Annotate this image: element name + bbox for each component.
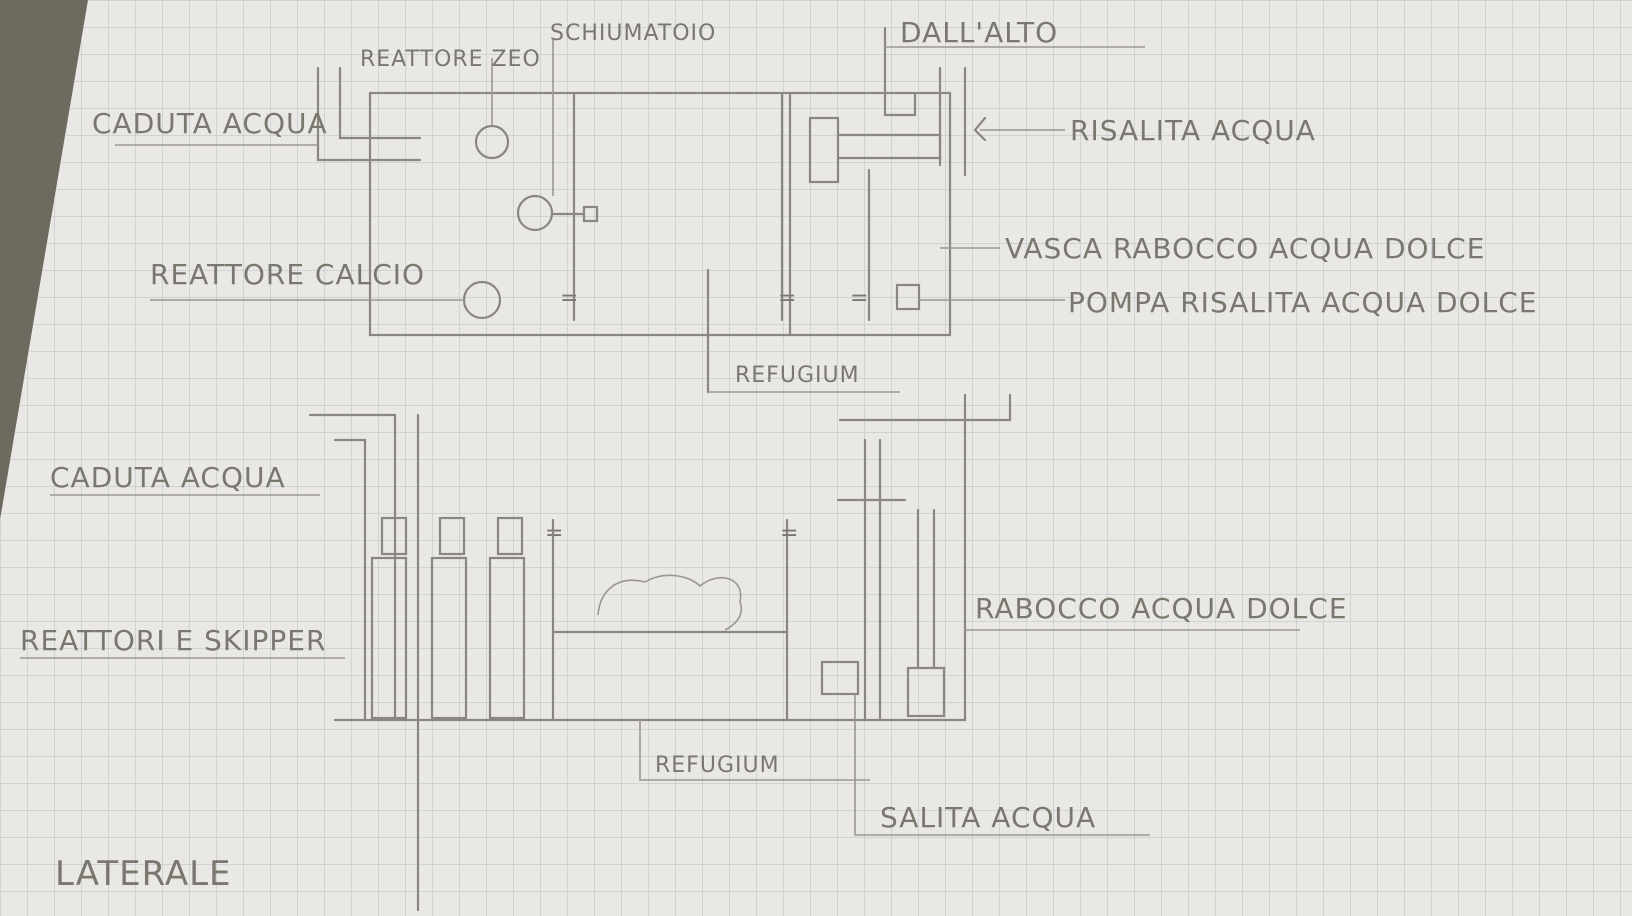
reactor-group: = [370,516,564,720]
reactor-2-body [430,556,468,720]
top-view: = = = [115,26,1145,394]
label-refugium-top: REFUGIUM [735,363,860,388]
label-laterale: LATERALE [55,854,232,894]
sump-tank-outline [368,91,952,337]
baffle-mark-1: = [560,286,579,311]
label-schiumatoio: SCHIUMATOIO [550,21,716,46]
reactor-3-body [488,556,526,720]
label-reattori-skipper: REATTORI E SKIPPER [20,624,326,657]
vasca-rabocco-pipe [836,133,942,160]
label-dall-alto: DALL'ALTO [900,16,1058,49]
label-rabocco-acqua-dolce: RABOCCO ACQUA DOLCE [975,592,1348,625]
pompa-risalita-rect [895,283,921,311]
caduta-pipe-inner [338,66,422,140]
caduta-side-pipe [308,413,397,722]
rabocco-pump [906,666,946,718]
label-caduta-acqua-top: CADUTA ACQUA [92,107,328,140]
salita-pump [820,660,860,696]
side-tank-outline [333,393,967,722]
caduta-pipe [316,66,422,162]
side-view: = = [20,393,1300,912]
label-salita-acqua: SALITA ACQUA [880,801,1096,834]
caduta-side-pipe-inner [333,438,367,722]
reactor-3-head [496,516,524,556]
reactor-1-body [370,556,408,720]
vasca-rabocco-rect [808,116,840,184]
salita-pipe-top [838,393,1012,422]
baffle-mark-2: = [778,286,797,311]
refugium-plant-shape [597,574,743,631]
label-caduta-acqua-side: CADUTA ACQUA [50,461,286,494]
label-vasca-rabocco: VASCA RABOCCO ACQUA DOLCE [1005,232,1485,265]
label-reattore-calcio: REATTORE CALCIO [150,258,425,291]
label-pompa-risalita: POMPA RISALITA ACQUA DOLCE [1068,286,1537,319]
refugium-side-bracket [639,720,870,781]
risalita-arrow-icon [973,116,987,142]
dall-alto-pipe [883,26,917,117]
side-baffle-mark-1: = [545,521,564,546]
label-risalita-acqua: RISALITA ACQUA [1070,114,1316,147]
reactor-2-head [438,516,466,556]
leader-salita [854,694,1150,836]
label-reattore-zeo: REATTORE ZEO [360,47,541,72]
baffle-mark-3: = [850,286,869,311]
label-refugium-side: REFUGIUM [655,753,780,778]
labels: CADUTA ACQUA REATTORE ZEO SCHIUMATOIO DA… [20,16,1537,894]
reactor-1-head [380,516,408,556]
side-baffle-mark-2: = [780,521,799,546]
